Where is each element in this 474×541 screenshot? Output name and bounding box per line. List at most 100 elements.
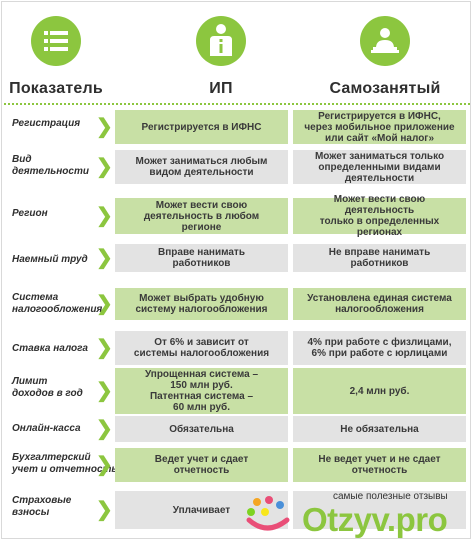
person-info-icon	[196, 16, 246, 66]
watermark-brand: Otzyv.pro	[302, 501, 448, 539]
cell-ip: Регистрируется в ИФНС	[115, 110, 288, 144]
chevron-right-icon: ❯	[96, 205, 113, 227]
cell-text: 2,4 млн руб.	[350, 386, 410, 397]
chevron-right-icon: ❯	[96, 156, 113, 178]
cell-selfemployed	[293, 491, 466, 529]
cell-text-line: регионах	[356, 227, 403, 238]
watermark-brand-suffix: .pro	[386, 501, 448, 538]
row-label-line: Бухгалтерский	[12, 452, 91, 463]
chevron-right-icon: ❯	[96, 380, 113, 402]
cell-text-line: работников	[172, 258, 231, 269]
row-label-line: Наемный труд	[12, 254, 88, 265]
cell-ip: Упрощенная система –150 млн руб.Патентна…	[115, 368, 288, 414]
cell-text-line: регионе	[181, 221, 222, 233]
cell-text-line: через мобильное приложение	[304, 121, 455, 133]
cell-selfemployed: Регистрируется в ИФНС,через мобильное пр…	[293, 110, 466, 144]
laptop-user-icon	[360, 16, 410, 66]
cell-text-line: или сайт «Мой налог»	[324, 132, 435, 144]
cell-text-line: отчетность	[173, 465, 230, 476]
cell-text-line: работников	[350, 258, 409, 269]
header-selfemployed: Самозанятый	[300, 16, 470, 98]
cell-text-line: деятельности	[344, 172, 415, 184]
row-label-line: Система	[12, 292, 59, 303]
chevron-right-icon: ❯	[96, 247, 113, 269]
cell-text-line: 4% при работе с физлицами,	[307, 337, 452, 348]
row-label-line: деятельности	[12, 166, 89, 177]
cell-text-line: Не ведет учет и не сдает	[318, 454, 441, 465]
row-label: Онлайн-касса	[12, 423, 81, 435]
row-label-line: взносы	[12, 507, 50, 518]
cell-text-line: 6% при работе с юрлицами	[311, 348, 448, 359]
cell-text: Обязательна	[169, 424, 234, 435]
cell-text-line: Может вести свою	[155, 199, 248, 211]
cell-text-line: налогообложения	[335, 304, 424, 315]
chevron-right-icon: ❯	[96, 116, 113, 138]
row-label-line: доходов в год	[12, 388, 83, 399]
chevron-right-icon: ❯	[96, 418, 113, 440]
cell-text-line: Патентная система –	[149, 391, 254, 402]
cell-text-line: системы налогообложения	[133, 348, 270, 359]
cell-text-line: Ведет учет и сдает	[154, 454, 249, 465]
cell-ip: Обязательна	[115, 416, 288, 442]
cell-text-line: 150 млн руб.	[170, 380, 233, 391]
row-label-line: Страховые	[12, 495, 72, 506]
row-label-line: Вид	[12, 154, 32, 165]
cell-text-line: деятельность в любом	[143, 210, 260, 222]
row-label-line: Ставка налога	[12, 343, 88, 354]
row-label: Наемный труд	[12, 254, 88, 266]
cell-text: Регистрируется в ИФНС	[142, 122, 262, 133]
cell-text-line: 2,4 млн руб.	[349, 385, 410, 397]
header-ip: ИП	[146, 16, 296, 98]
cell-text-line: Регистрируется в ИФНС	[141, 121, 262, 133]
cell-text-line: Установлена единая система	[307, 293, 452, 304]
cell-text-line: Не вправе нанимать	[328, 247, 431, 258]
cell-text-line: Может выбрать удобную	[139, 293, 264, 304]
cell-text-line: отчетность	[351, 465, 408, 476]
chevron-right-icon: ❯	[96, 337, 113, 359]
cell-text: Регистрируется в ИФНС,через мобильное пр…	[304, 111, 454, 144]
otzyv-logo-icon	[243, 496, 295, 541]
cell-selfemployed: 2,4 млн руб.	[293, 368, 466, 414]
cell-text: Упрощенная система –150 млн руб.Патентна…	[145, 369, 258, 413]
cell-text-line: Уплачивает	[172, 504, 231, 516]
row-label-line: Онлайн-касса	[12, 423, 81, 434]
cell-text-line: Упрощенная система –	[144, 369, 259, 380]
cell-text-line: Вправе нанимать	[158, 247, 245, 258]
cell-text-line: Может вести свою деятельность	[333, 194, 426, 216]
header-divider	[4, 103, 470, 105]
cell-text-line: систему налогообложения	[135, 304, 268, 315]
cell-text: Уплачивает	[173, 505, 230, 516]
row-label-line: Регион	[12, 208, 48, 219]
cell-ip: Уплачивает	[115, 491, 288, 529]
cell-text-line: видом деятельности	[149, 167, 254, 178]
cell-text-line: Может заниматься только	[314, 150, 445, 162]
cell-text-line: только в определенных	[319, 216, 440, 227]
